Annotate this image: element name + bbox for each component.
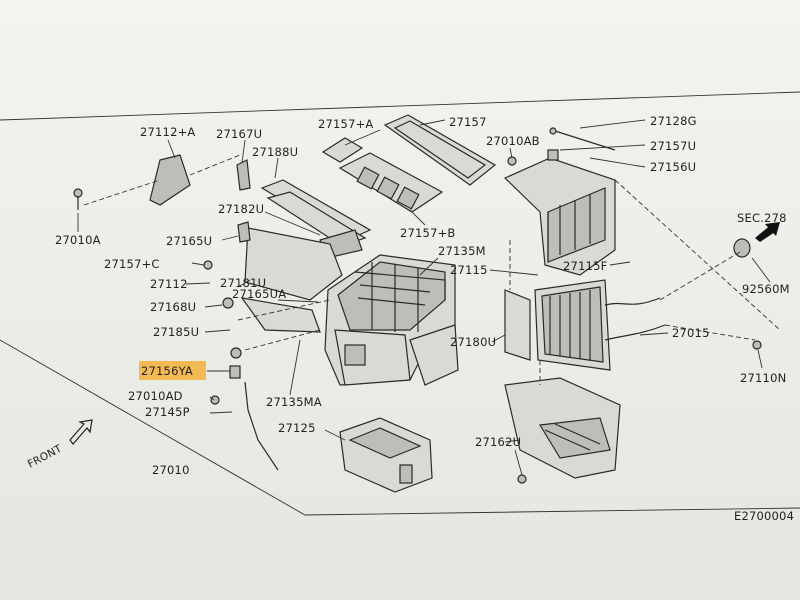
part-label-27112: 27112 xyxy=(150,277,188,291)
part-label-27162U: 27162U xyxy=(475,435,521,449)
evaporator-core-illustration xyxy=(504,279,666,371)
figure-code: E2700004 xyxy=(734,509,794,523)
part-label-27157: 27157 xyxy=(449,115,487,129)
diagram-boundary xyxy=(0,339,800,516)
part-label-27115: 27115 xyxy=(450,263,488,277)
front-label: FRONT xyxy=(26,443,65,471)
part-label-27157A: 27157+A xyxy=(318,117,374,131)
part-label-27165U: 27165U xyxy=(166,234,212,248)
section-arrow-icon xyxy=(755,222,780,242)
part-label-27010AB: 27010AB xyxy=(486,134,540,148)
part-label-27168U: 27168U xyxy=(150,300,196,314)
part-label-27167U: 27167U xyxy=(216,127,262,141)
section-reference: SEC.278 xyxy=(737,211,787,225)
heater-panel-illustration xyxy=(240,227,343,333)
part-label-27157U: 27157U xyxy=(650,139,696,153)
part-label-27112A: 27112+A xyxy=(140,125,196,139)
lower-case-illustration xyxy=(504,377,621,479)
part-label-27185U: 27185U xyxy=(153,325,199,339)
part-label-27010: 27010 xyxy=(152,463,190,477)
part-label-27157B: 27157+B xyxy=(400,226,456,240)
part-label-27182U: 27182U xyxy=(218,202,264,216)
left-small-parts-illustration xyxy=(73,127,762,484)
part-label-27015: 27015 xyxy=(672,326,710,340)
part-label-27125: 27125 xyxy=(278,421,316,435)
part-label-27156U: 27156U xyxy=(650,160,696,174)
part-label-92560M: 92560M xyxy=(742,282,790,296)
part-label-27128G: 27128G xyxy=(650,114,697,128)
evaporator-housing-illustration xyxy=(503,157,616,276)
part-label-27165UA: 27165UA xyxy=(232,287,286,301)
diagram-boundary xyxy=(0,91,800,121)
highlight-marker xyxy=(139,361,206,380)
part-label-27188U: 27188U xyxy=(252,145,298,159)
part-label-27180U: 27180U xyxy=(450,335,496,349)
part-label-27135M: 27135M xyxy=(438,244,486,258)
part-label-27110N: 27110N xyxy=(740,371,786,385)
part-label-27181U: 27181U xyxy=(220,276,266,290)
part-label-27010AD: 27010AD xyxy=(128,389,183,403)
part-label-27115F: 27115F xyxy=(563,259,607,273)
part-label-27135MA: 27135MA xyxy=(266,395,322,409)
part-label-27145P: 27145P xyxy=(145,405,190,419)
part-label-27156YA: 27156YA xyxy=(141,364,193,378)
leader-lines xyxy=(77,119,781,476)
cabin-filter-illustration xyxy=(321,114,497,213)
part-label-27010A: 27010A xyxy=(55,233,101,247)
foot-duct-illustration xyxy=(339,417,433,493)
front-arrow-icon xyxy=(69,419,93,445)
part-label-27157C: 27157+C xyxy=(104,257,160,271)
hvac-case-illustration xyxy=(324,254,459,386)
